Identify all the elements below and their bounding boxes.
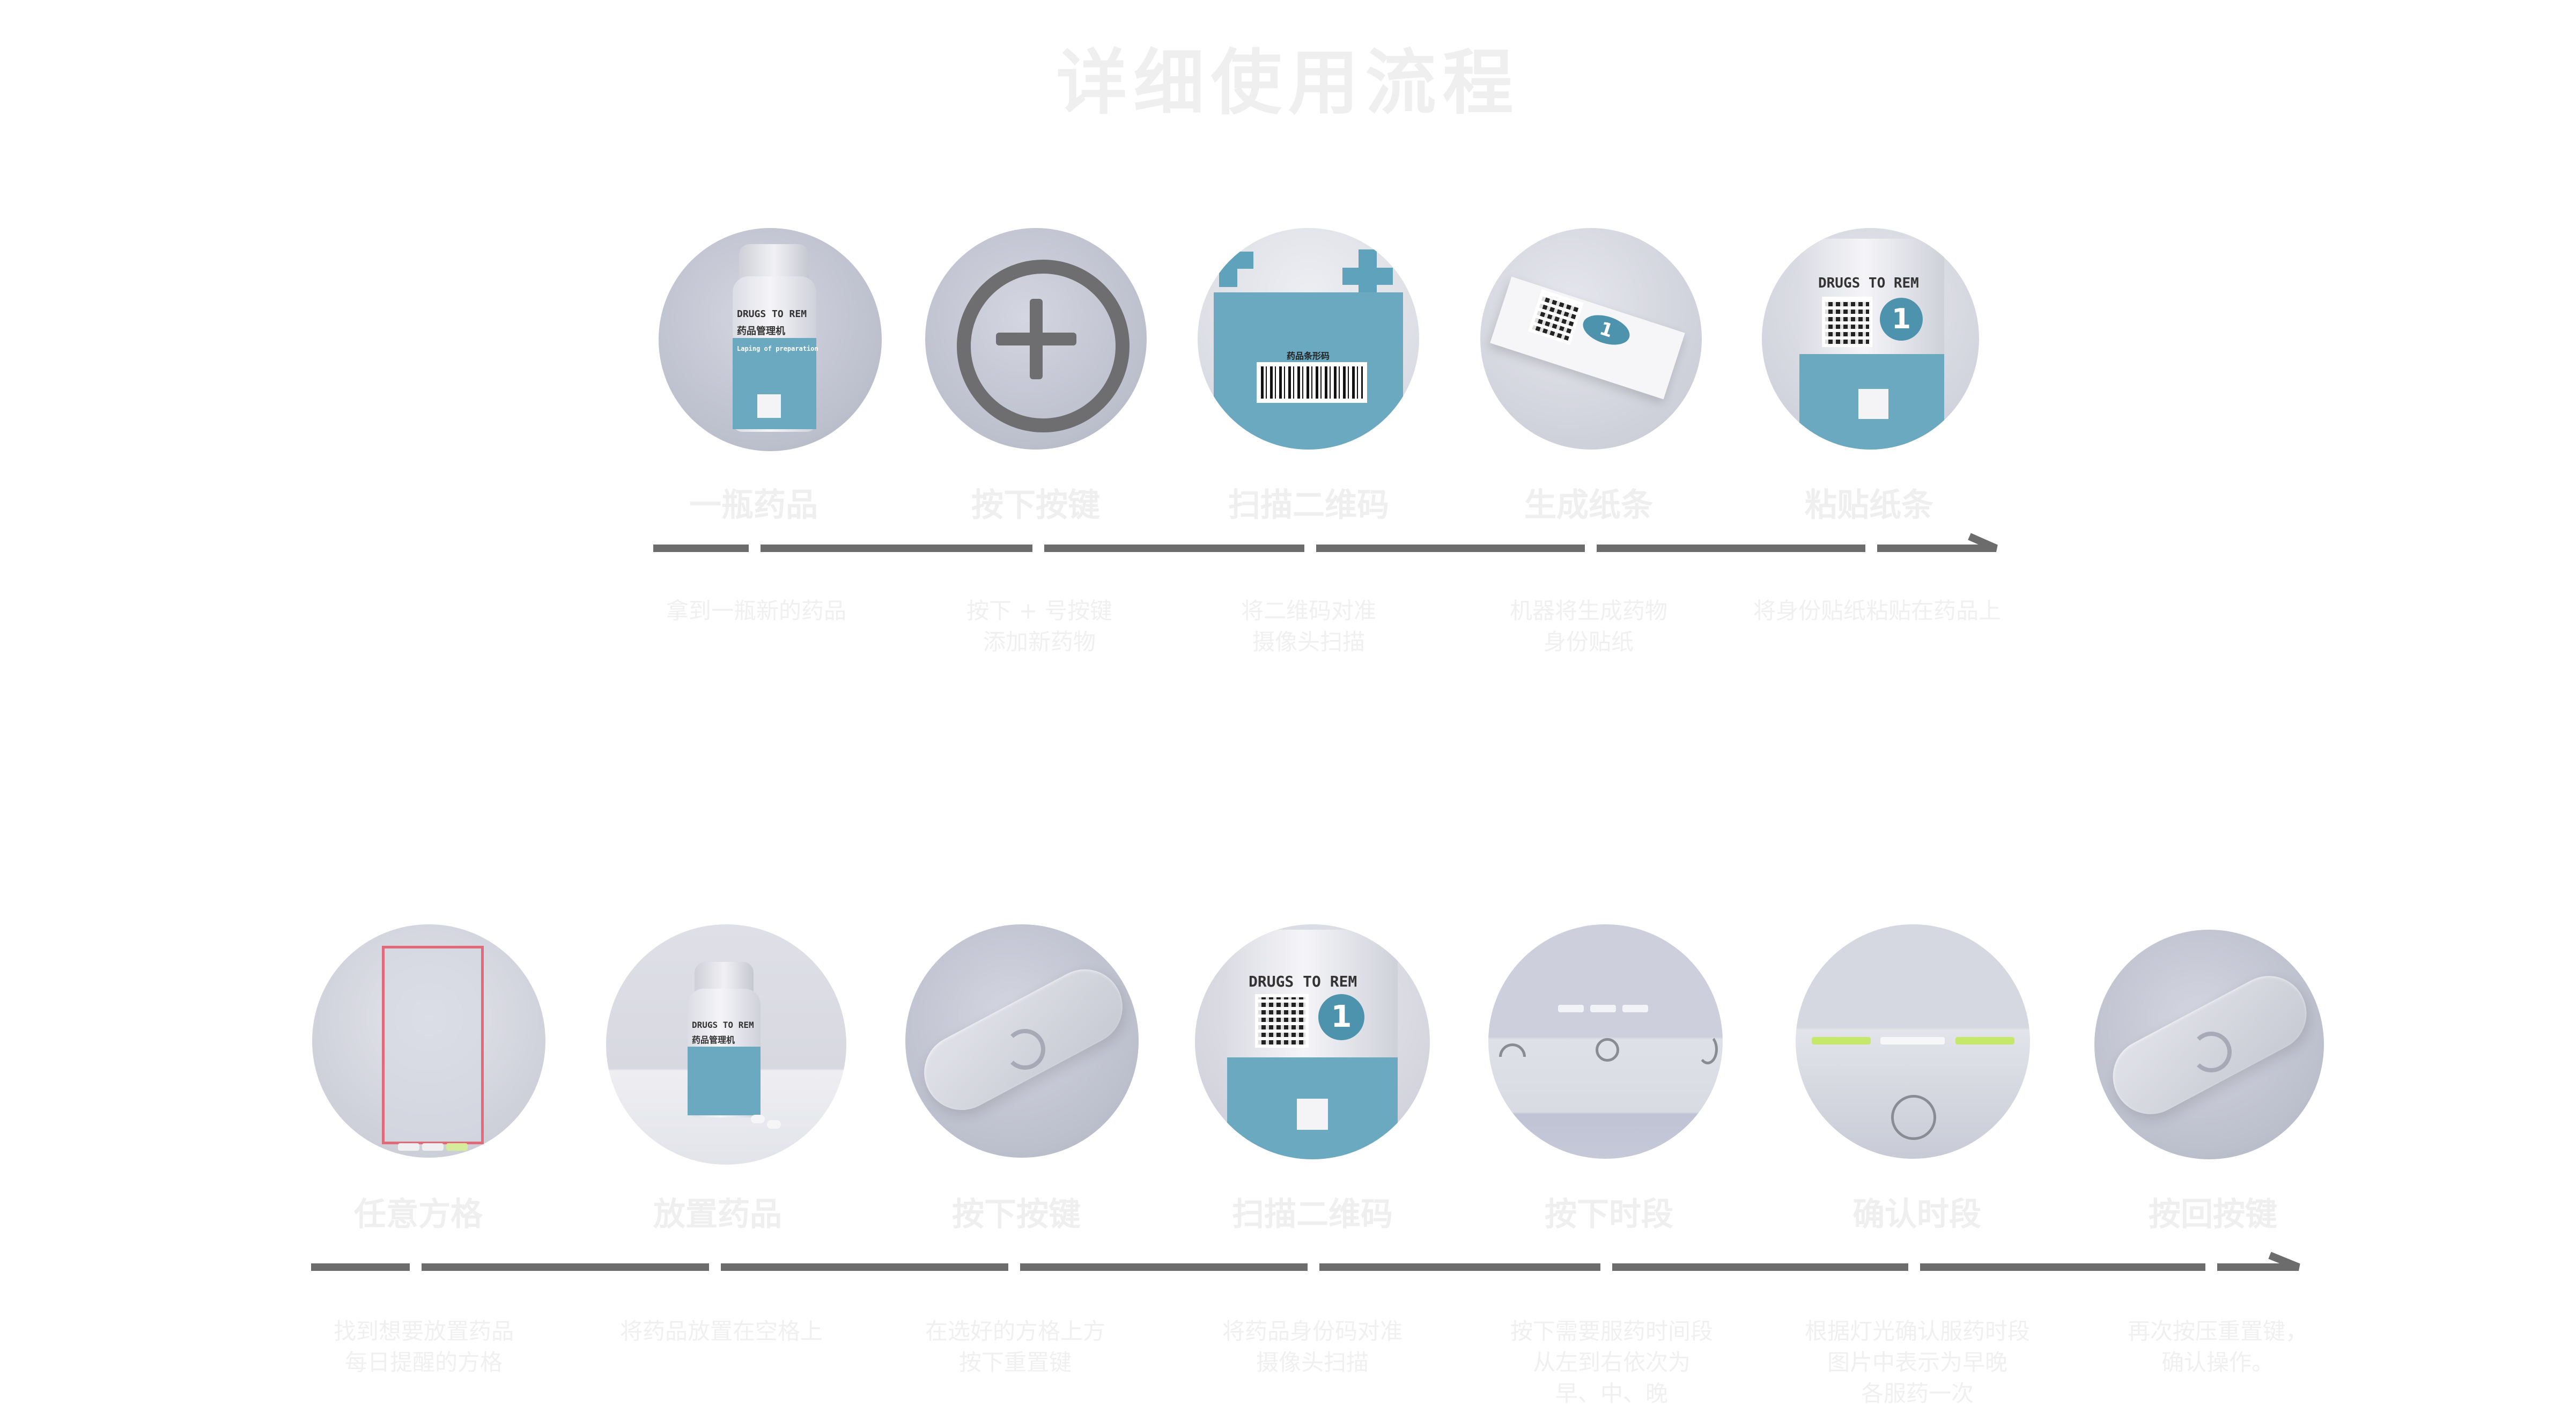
row2-arrow-head [2268,1252,2300,1271]
bottle-brand: DRUGS TO REM [737,308,807,320]
row2-step-6-label: 确认时段 [1852,1196,1981,1233]
time-period-icon [1488,924,1723,1159]
row1-step-2-label: 按下按键 [971,487,1100,524]
row1-step-3-desc: 将二维码对准 摄像头扫描 [1241,598,1376,655]
labeled-bottle-icon: DRUGS TO REM 1 [1762,228,1979,450]
qr-bottle-icon: DRUGS TO REM 1 [1195,924,1430,1159]
shelf-bottle-brand: DRUGS TO REM [692,1020,754,1030]
sunrise-icon [1499,1043,1526,1057]
row1-step-5-desc: 将身份贴纸粘贴在药品上 [1753,598,2001,624]
reset-button-icon [905,924,1139,1158]
grid-slot-icon [312,924,545,1158]
scan-caption: 药品条形码 [1287,351,1330,361]
row2-step-2-desc: 将药品放置在空格上 [619,1318,823,1344]
medicine-bottle-icon: DRUGS TO REM 药品管理机 Laping of preparation [659,228,882,451]
row2-step-2-label: 放置药品 [653,1196,782,1233]
indicator-light-icon [1796,924,2030,1159]
row1-step-5-label: 粘贴纸条 [1805,487,1933,524]
row2-step-7-label: 按回按键 [2149,1196,2277,1233]
row2-step-5-desc: 按下需要服药时间段 从左到右依次为 早、中、晚 [1510,1318,1713,1407]
row1-step-4-label: 生成纸条 [1524,487,1653,524]
row1-step-1-desc: 拿到一瓶新的药品 [666,598,846,624]
shelf-bottle-cn: 药品管理机 [692,1035,735,1045]
row1-step-4-desc: 机器将生成药物 身份贴纸 [1509,598,1667,655]
qr-bottle-number: 1 [1318,994,1364,1040]
moon-icon [1697,1034,1718,1064]
row1-step-2-desc: 按下 + 号按键 添加新药物 [966,598,1112,655]
labeled-bottle-number: 1 [1880,298,1923,341]
row2-step-4-desc: 将药品身份码对准 摄像头扫描 [1222,1318,1403,1375]
reset-button-icon [2094,930,2324,1159]
bottle-cn: 药品管理机 [737,326,785,337]
row2-step-3-desc: 在选好的方格上方 按下重置键 [925,1318,1105,1375]
row2-step-3-label: 按下按键 [952,1196,1081,1233]
row2-step-4-label: 扫描二维码 [1232,1196,1393,1233]
page-title: 详细使用流程 [1056,42,1520,124]
bottle-sub: Laping of preparation [737,345,818,352]
barcode-scan-icon: 药品条形码 [1198,228,1419,450]
row2-step-1-label: 任意方格 [354,1196,483,1233]
row2-step-5-label: 按下时段 [1545,1196,1673,1233]
row1-timeline [653,533,1998,552]
row2-step-7-desc: 再次按压重置键， 确认操作。 [2127,1318,2308,1375]
row1-arrow-head [1968,533,1998,552]
row1-step-1-label: 一瓶药品 [689,487,818,524]
printed-sticker-icon: 1 [1480,228,1702,450]
row2-step-1-desc: 找到想要放置药品 每日提醒的方格 [333,1318,514,1375]
labeled-bottle-brand: DRUGS TO REM [1818,275,1919,291]
qr-bottle-brand: DRUGS TO REM [1249,973,1357,990]
plus-circle-icon [925,228,1147,450]
sun-icon [1596,1038,1619,1062]
bottle-on-shelf-icon: DRUGS TO REM 药品管理机 [606,924,846,1165]
row2-timeline [311,1252,2300,1271]
row2-step-6-desc: 根据灯光确认服药时段 图片中表示为早晚 各服药一次 [1804,1318,2030,1407]
row1-step-3-label: 扫描二维码 [1228,487,1389,524]
